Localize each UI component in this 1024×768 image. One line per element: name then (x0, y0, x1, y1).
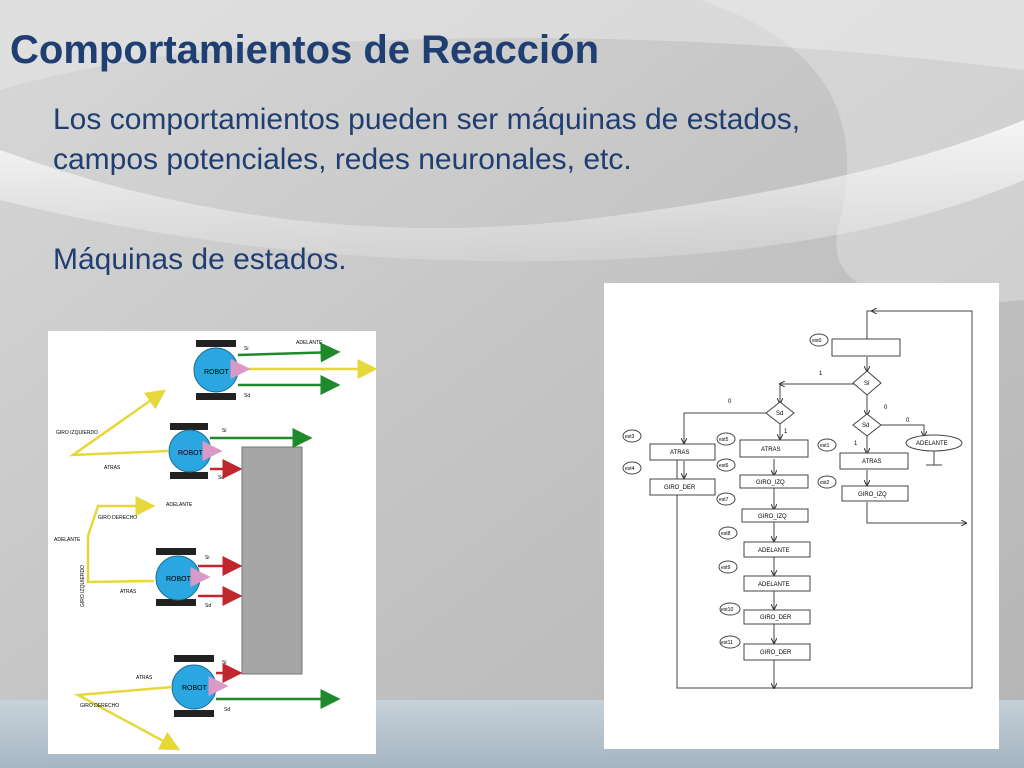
giro-izquierdo-label: GIRO IZQUIERDO (56, 430, 98, 436)
svg-text:Si: Si (864, 381, 869, 387)
branch-one-label: 1 (854, 441, 858, 447)
branch-one-label: 1 (784, 429, 788, 435)
state-est2: est2 (817, 475, 837, 489)
robot-3: ROBOT Si Sd ADELANTE GIRO DERECHO ADELAN… (54, 496, 243, 609)
state-machines-label: Máquinas de estados. (53, 243, 347, 276)
svg-text:est2: est2 (820, 480, 830, 486)
svg-text:ATRAS: ATRAS (670, 450, 690, 456)
box-giro-izq-2: GIRO_IZQ (741, 508, 809, 523)
state-est1: est1 (817, 438, 837, 452)
adelante-label: ADELANTE (54, 537, 81, 543)
adelante-label: ADELANTE (166, 502, 193, 508)
box-giro-der-2: GIRO_DER (743, 643, 811, 661)
state-box-initial (831, 338, 901, 357)
robot-label: ROBOT (178, 450, 204, 457)
svg-text:GIRO_DER: GIRO_DER (664, 485, 696, 491)
box-giro-der-1: GIRO_DER (743, 609, 811, 625)
robot-label: ROBOT (166, 576, 192, 583)
svg-text:GIRO_DER: GIRO_DER (760, 615, 792, 621)
adelante-label: ADELANTE (296, 340, 323, 346)
state-est0: est0 (809, 333, 829, 347)
box-giro-der-left: GIRO_DER (649, 478, 716, 496)
state-est11: est11 (719, 635, 741, 649)
svg-text:est9: est9 (721, 565, 731, 571)
state-est7: est7 (716, 492, 736, 506)
svg-text:est5: est5 (719, 437, 729, 443)
svg-text:est0: est0 (812, 338, 822, 344)
box-adelante-1: ADELANTE (743, 541, 811, 558)
box-giro-izq-right: GIRO_IZQ (841, 485, 909, 502)
branch-one-label: 1 (819, 371, 823, 377)
svg-text:est3: est3 (625, 434, 635, 440)
sd-label: Sd (244, 393, 250, 399)
si-label: Si (205, 555, 209, 561)
slide-title: Comportamientos de Reacción (10, 28, 600, 72)
body-line: Los comportamientos pueden ser máquinas … (53, 103, 801, 136)
robot-4: ROBOT Si Sd ATRAS GIRO DERECHO (73, 655, 341, 751)
state-machine-diagram: est0 est1 est2 est3 est4 est5 est6 est7 (604, 283, 999, 749)
svg-text:Sd: Sd (776, 411, 783, 417)
robot-behavior-diagram: ROBOT Si Sd ADELANTE ROBOT Si Sd GIRO IZ… (48, 331, 376, 754)
svg-text:ADELANTE: ADELANTE (916, 441, 948, 447)
svg-text:ATRAS: ATRAS (862, 459, 882, 465)
svg-text:est6: est6 (719, 463, 729, 469)
robot-2: ROBOT Si Sd GIRO IZQUIERDO ATRAS (56, 389, 313, 481)
sd-label: Sd (218, 475, 224, 481)
decision-sd-left: Sd (765, 401, 795, 425)
state-est5: est5 (716, 432, 736, 446)
svg-text:ATRAS: ATRAS (761, 447, 781, 453)
svg-text:est4: est4 (625, 466, 635, 472)
terminal-adelante: ADELANTE (905, 434, 963, 452)
decision-sd-right: Sd (852, 413, 882, 437)
decision-si: Si (852, 370, 882, 396)
svg-text:ADELANTE: ADELANTE (758, 548, 790, 554)
body-paragraph: Los comportamientos pueden ser máquinas … (53, 100, 800, 180)
branch-zero-label: 0 (728, 399, 732, 405)
box-atras-mid: ATRAS (739, 439, 809, 458)
svg-text:GIRO_IZQ: GIRO_IZQ (858, 492, 887, 498)
si-label: Si (244, 346, 248, 352)
box-giro-izq-1: GIRO_IZQ (739, 474, 809, 489)
box-atras-right: ATRAS (839, 452, 909, 470)
svg-text:est1: est1 (820, 443, 830, 449)
svg-text:GIRO_DER: GIRO_DER (760, 650, 792, 656)
giro-derecho-label: GIRO DERECHO (98, 515, 137, 521)
atras-label: ATRAS (104, 465, 121, 471)
state-est4: est4 (622, 461, 642, 475)
svg-text:est8: est8 (721, 531, 731, 537)
box-atras-left: ATRAS (649, 443, 716, 461)
robot-1: ROBOT Si Sd ADELANTE (193, 340, 376, 400)
si-label: Si (222, 428, 226, 434)
obstacle-wall (241, 446, 303, 675)
robot-label: ROBOT (182, 685, 208, 692)
sd-label: Sd (224, 707, 230, 713)
giro-izquierdo-vertical-label: GIRO IZQUIERDO (80, 565, 86, 607)
atras-label: ATRAS (120, 589, 137, 595)
state-est6: est6 (716, 458, 736, 472)
svg-text:GIRO_IZQ: GIRO_IZQ (756, 480, 785, 486)
robot-label: ROBOT (204, 369, 230, 376)
branch-zero-label: 0 (906, 418, 910, 424)
sd-label: Sd (205, 603, 211, 609)
branch-zero-label: 0 (884, 405, 888, 411)
svg-text:est10: est10 (721, 607, 733, 613)
body-line: campos potenciales, redes neuronales, et… (53, 143, 632, 176)
svg-text:Sd: Sd (862, 423, 869, 429)
svg-text:est11: est11 (721, 640, 733, 646)
si-label: Si (222, 660, 226, 666)
svg-text:est7: est7 (719, 497, 729, 503)
state-est9: est9 (718, 560, 738, 574)
state-est8: est8 (718, 526, 738, 540)
box-adelante-2: ADELANTE (743, 575, 811, 592)
giro-derecho-label: GIRO DERECHO (80, 703, 119, 709)
svg-text:GIRO_IZQ: GIRO_IZQ (758, 514, 787, 520)
atras-label: ATRAS (136, 675, 153, 681)
state-est10: est10 (719, 602, 741, 616)
svg-text:ADELANTE: ADELANTE (758, 582, 790, 588)
state-est3: est3 (622, 429, 642, 443)
